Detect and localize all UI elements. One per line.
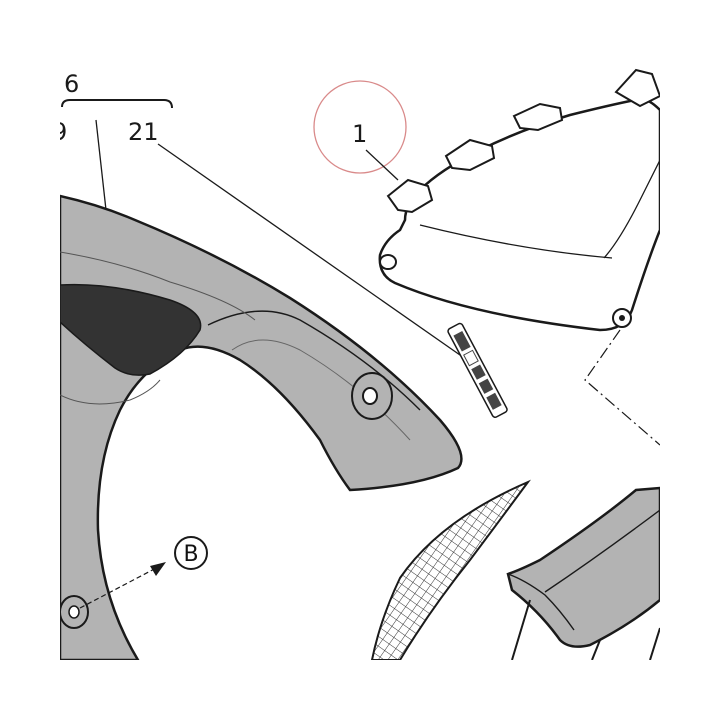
winglet-edge [544, 509, 660, 593]
mesh-grille [370, 479, 531, 660]
callout-21: 21 [128, 118, 159, 146]
leader-line-6 [95, 119, 107, 211]
callout-6: 6 [64, 70, 79, 98]
decal-strip [447, 322, 508, 418]
fastener-hole [362, 387, 378, 405]
callout-bracket [61, 99, 173, 109]
tray-tab-2 [444, 138, 496, 172]
fairing-lower-line [60, 379, 161, 405]
lower-mount-hole [68, 605, 80, 619]
view-b-arrowhead [150, 562, 166, 576]
fairing-fold-line-2 [60, 251, 256, 321]
view-b-marker [174, 536, 208, 570]
leader-line-21 [157, 143, 471, 363]
winglet-top-face [507, 573, 575, 631]
winglet-part [506, 486, 660, 648]
view-b-label: B [183, 542, 198, 567]
callout-1: 1 [352, 120, 367, 148]
view-b-arrow-line [79, 565, 161, 609]
callout-9-fragment: 9 [52, 118, 67, 146]
fairing-fold-line [207, 310, 421, 411]
tray-tab-3 [512, 102, 564, 132]
leader-line-1 [365, 149, 399, 181]
tray-tab-1 [386, 178, 434, 214]
winglet-strut-3 [649, 627, 660, 660]
dark-vent-window [60, 283, 202, 376]
tray-inner-line [419, 224, 613, 259]
tray-tab-4 [614, 68, 660, 108]
winglet-strut-2 [591, 639, 601, 660]
winglet-strut-1 [511, 599, 531, 660]
tray-bolt-center [619, 315, 625, 321]
part-1-tray [378, 97, 660, 332]
tray-ear-hole [379, 254, 397, 270]
part-1-highlight-circle [313, 80, 407, 174]
tray-fold-line [603, 159, 660, 259]
alignment-line [584, 329, 660, 446]
